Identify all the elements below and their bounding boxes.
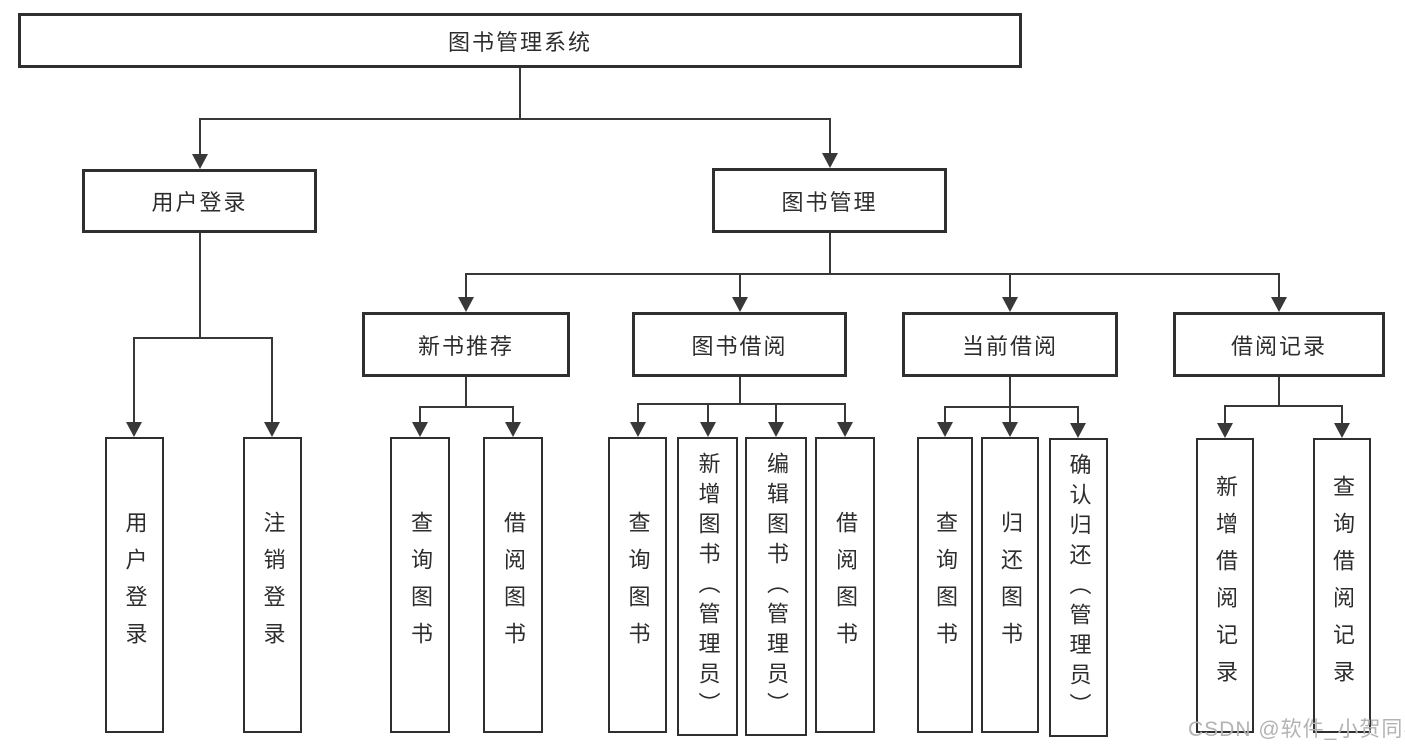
- arrow-down-icon: [1217, 405, 1233, 438]
- leaf-user-login: 用户登录: [105, 437, 164, 733]
- arrow-down-icon: [630, 403, 646, 437]
- edge-current-horizontal: [944, 406, 1079, 408]
- leaf-add-borrow-record: 新增借阅记录: [1196, 438, 1254, 733]
- node-current-borrowing: 当前借阅: [902, 312, 1118, 377]
- arrow-down-icon: [1002, 406, 1018, 437]
- leaf-add-book-admin: 新增图书（管理员）: [677, 437, 738, 736]
- leaf-search-borrow-record: 查询借阅记录: [1313, 438, 1371, 733]
- arrow-down-icon: [505, 406, 521, 437]
- arrow-down-icon: [822, 118, 838, 168]
- arrow-down-icon: [937, 406, 953, 437]
- arrow-down-icon: [1002, 273, 1018, 312]
- arrow-down-icon: [264, 337, 280, 437]
- arrow-down-icon: [1271, 273, 1287, 312]
- leaf-confirm-return-admin: 确认归还（管理员）: [1049, 438, 1108, 737]
- leaf-return-book: 归还图书: [981, 437, 1039, 733]
- edge-root-down: [519, 68, 521, 119]
- node-book-management-branch: 图书管理: [712, 168, 947, 233]
- arrow-down-icon: [732, 273, 748, 312]
- leaf-search-books-borrowing: 查询图书: [608, 437, 667, 733]
- arrow-down-icon: [1334, 405, 1350, 438]
- leaf-search-books-current: 查询图书: [917, 437, 973, 733]
- leaf-edit-book-admin: 编辑图书（管理员）: [745, 437, 807, 736]
- edge-borrowing-down: [739, 377, 741, 404]
- leaf-borrow-books-borrowing: 借阅图书: [815, 437, 875, 733]
- edge-recommend-horizontal: [419, 406, 514, 408]
- arrow-down-icon: [1070, 406, 1086, 438]
- arrow-down-icon: [768, 403, 784, 437]
- node-new-book-recommend: 新书推荐: [362, 312, 570, 377]
- arrow-down-icon: [126, 337, 142, 437]
- edge-root-horizontal: [199, 118, 831, 120]
- node-library-system: 图书管理系统: [18, 13, 1022, 68]
- arrow-down-icon: [837, 403, 853, 437]
- edge-current-down: [1009, 377, 1011, 407]
- leaf-borrow-books-recommend: 借阅图书: [483, 437, 543, 733]
- edge-records-down: [1278, 377, 1280, 406]
- edge-records-horizontal: [1224, 405, 1343, 407]
- edge-login-horizontal: [133, 337, 273, 339]
- csdn-watermark: CSDN @软件_小贺同学: [1188, 718, 1405, 741]
- node-book-borrowing: 图书借阅: [632, 312, 847, 377]
- leaf-search-books-recommend: 查询图书: [390, 437, 450, 733]
- edge-mgmt-horizontal: [465, 273, 1280, 275]
- edge-login-down: [199, 233, 201, 338]
- arrow-down-icon: [412, 406, 428, 437]
- arrow-down-icon: [458, 273, 474, 312]
- edge-borrowing-horizontal: [637, 403, 846, 405]
- node-borrowing-records: 借阅记录: [1173, 312, 1385, 377]
- edge-mgmt-down: [829, 233, 831, 274]
- edge-recommend-down: [465, 377, 467, 407]
- leaf-logout: 注销登录: [243, 437, 302, 733]
- arrow-down-icon: [700, 403, 716, 437]
- node-user-login-branch: 用户登录: [82, 169, 317, 233]
- arrow-down-icon: [192, 118, 208, 169]
